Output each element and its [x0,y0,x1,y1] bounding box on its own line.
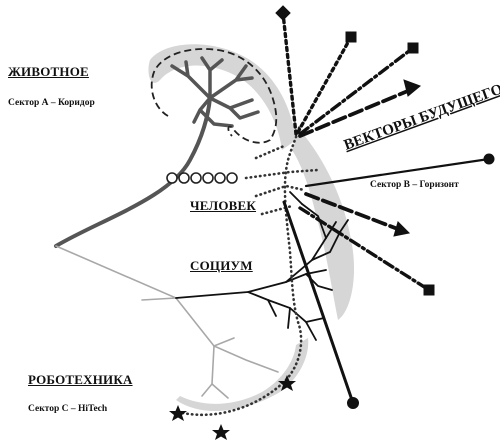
bead-icon [191,173,201,183]
future-vectors-label: ВЕКТОРЫ БУДУЩЕГО [342,81,500,153]
animal-tree [56,58,258,246]
bead-icon [227,173,237,183]
main-trunk [56,98,210,246]
square-marker-icon [408,43,418,53]
robotics-title: РОБОТЕХНИКА [28,372,133,388]
animal-title: ЖИВОТНОЕ [8,64,89,80]
sector-c-label: Сектор С – HiTech [28,404,107,414]
sector-b-label: Сектор В – Горизонт [370,180,459,190]
vector-markers [276,6,494,409]
arrowhead-icon [394,222,409,236]
bead-icon [167,173,177,183]
bead-icon [179,173,189,183]
dot-marker-icon [348,398,359,409]
future-vectors [283,13,489,403]
star-icon [212,424,230,440]
bead-icon [215,173,225,183]
human-title: ЧЕЛОВЕК [190,198,256,214]
robotics-zone-shadow [176,338,308,411]
square-marker-icon [346,32,356,42]
diamond-marker-icon [276,6,290,20]
animal-branches [172,58,258,126]
star-icon [169,405,187,421]
sector-a-label: Сектор А – Коридор [8,98,95,108]
dot-marker-icon [484,154,494,164]
square-marker-icon [424,285,434,295]
bead-icon [203,173,213,183]
society-title: СОЦИУМ [190,258,253,274]
